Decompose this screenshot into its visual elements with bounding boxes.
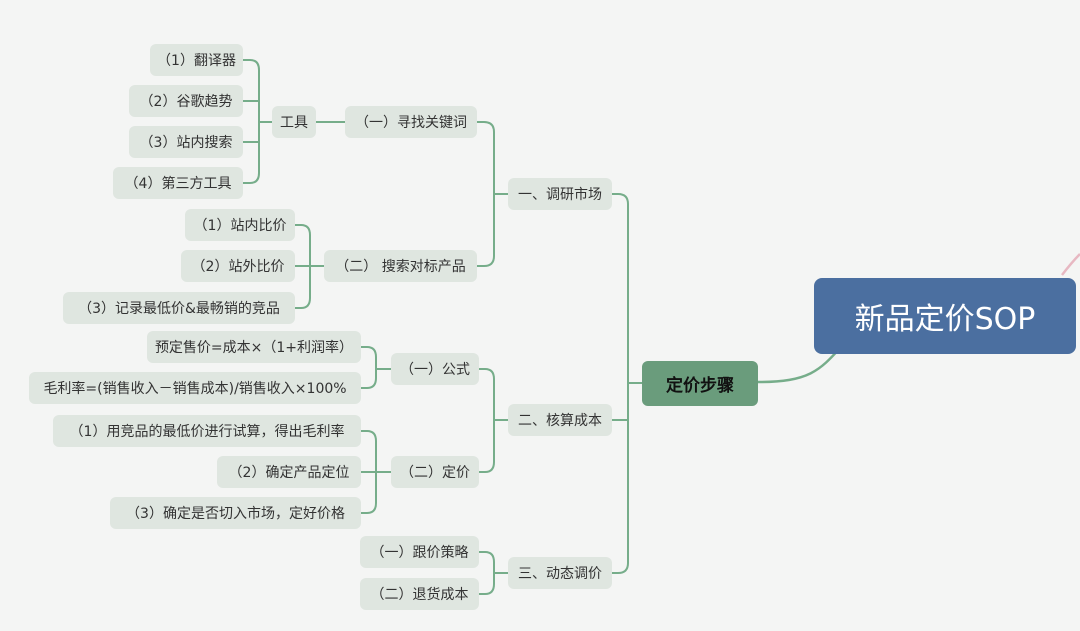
link-search-compare: [295, 224, 324, 309]
formula-item-margin[interactable]: 毛利率=(销售收入－销售成本)/销售收入×100%: [29, 372, 361, 404]
formula-item-price[interactable]: 预定售价=成本×（1+利润率）: [147, 331, 361, 363]
compare-item-onsite[interactable]: （1）站内比价: [185, 209, 295, 241]
tool-item-translator[interactable]: （1）翻译器: [150, 44, 243, 76]
compare-item-record-lowest[interactable]: （3）记录最低价&最畅销的竞品: [63, 292, 295, 324]
sub-follow-price[interactable]: （一）跟价策略: [360, 536, 479, 568]
sub-find-keywords[interactable]: （一）寻找关键词: [345, 106, 477, 138]
compare-item-offsite[interactable]: （2）站外比价: [181, 250, 295, 282]
sub-search-products[interactable]: （二） 搜索对标产品: [324, 250, 477, 282]
link-center-sections: [612, 193, 642, 574]
sub-pricing[interactable]: （二）定价: [391, 456, 479, 488]
pricing-step-enter-market[interactable]: （3）确定是否切入市场，定好价格: [110, 497, 361, 529]
tools-node[interactable]: 工具: [272, 106, 316, 138]
center-topic[interactable]: 定价步骤: [642, 361, 758, 406]
section-cost-accounting[interactable]: 二、核算成本: [508, 404, 612, 436]
accent-branch-curve: [1061, 253, 1080, 276]
root-topic[interactable]: 新品定价SOP: [814, 278, 1076, 354]
tool-item-site-search[interactable]: （3）站内搜索: [129, 126, 243, 158]
pricing-step-trial[interactable]: （1）用竞品的最低价进行试算，得出毛利率: [53, 415, 361, 447]
section-dynamic-pricing[interactable]: 三、动态调价: [508, 557, 612, 589]
tool-item-third-party[interactable]: （4）第三方工具: [113, 167, 243, 199]
pricing-step-positioning[interactable]: （2）确定产品定位: [217, 456, 361, 488]
link-formula-items: [361, 346, 391, 389]
link-section2-subs: [479, 368, 508, 473]
sub-formula[interactable]: （一）公式: [391, 353, 479, 385]
link-pricing-steps: [361, 430, 391, 514]
sub-return-cost[interactable]: （二）退货成本: [360, 578, 479, 610]
tool-item-google-trends[interactable]: （2）谷歌趋势: [129, 85, 243, 117]
link-tools-items: [243, 59, 272, 184]
link-section3-subs: [479, 551, 508, 595]
link-section1-subs: [477, 121, 508, 267]
section-market-research[interactable]: 一、调研市场: [508, 178, 612, 210]
